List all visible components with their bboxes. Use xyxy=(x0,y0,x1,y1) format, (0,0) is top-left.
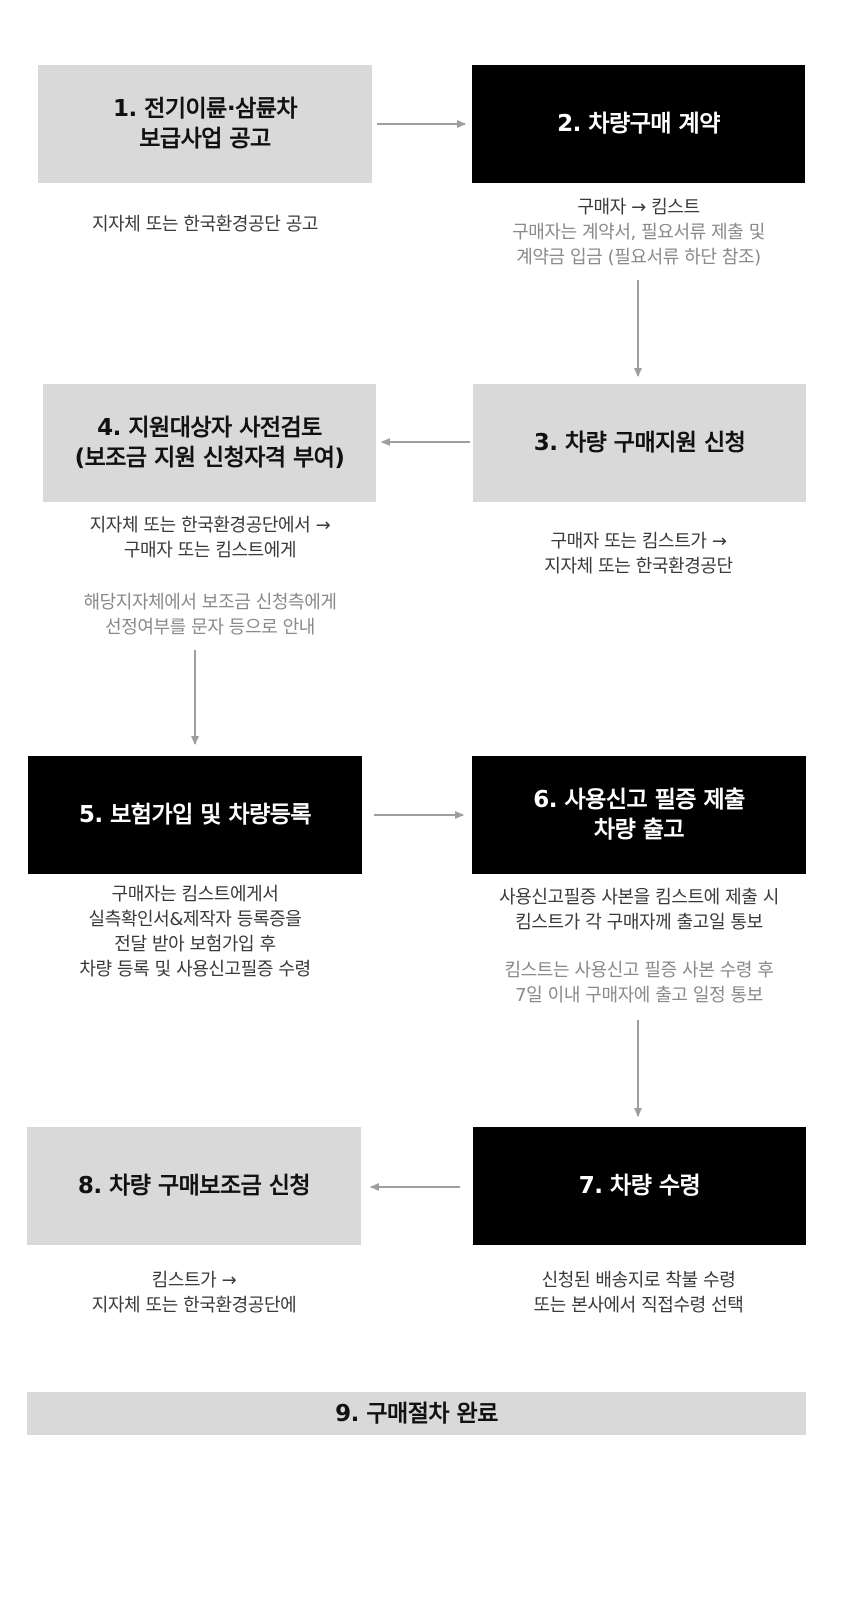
step-6-box: 6. 사용신고 필증 제출 차량 출고 xyxy=(472,756,806,874)
step-2-note-line: 계약금 입금 (필요서류 하단 참조) xyxy=(516,247,761,268)
step-2-box: 2. 차량구매 계약 xyxy=(472,65,805,183)
step-5-desc-line: 실측확인서&제작자 등록증을 xyxy=(88,909,302,930)
step-5-desc-line: 차량 등록 및 사용신고필증 수령 xyxy=(79,959,311,980)
step-8-title: 8. 차량 구매보조금 신청 xyxy=(77,1173,311,1199)
step-6-title: 6. 사용신고 필증 제출 차량 출고 xyxy=(533,787,745,843)
step-2-description: 구매자 → 킴스트 구매자는 계약서, 필요서류 제출 및 계약금 입금 (필요… xyxy=(462,195,815,270)
step-4-title: 4. 지원대상자 사전검토 (보조금 지원 신청자격 부여) xyxy=(74,415,345,471)
step-5-desc-line: 전달 받아 보험가입 후 xyxy=(114,934,276,955)
step-4-desc-line: 지자체 또는 한국환경공단에서 → xyxy=(89,515,331,536)
step-4-box: 4. 지원대상자 사전검토 (보조금 지원 신청자격 부여) xyxy=(43,384,376,502)
step-5-description: 구매자는 킴스트에게서 실측확인서&제작자 등록증을 전달 받아 보험가입 후 … xyxy=(18,882,372,982)
step-6-note-line: 7일 이내 구매자에 출고 일정 통보 xyxy=(515,985,763,1006)
step-3-box: 3. 차량 구매지원 신청 xyxy=(473,384,806,502)
step-8-desc-line: 킴스트가 → xyxy=(151,1270,237,1291)
step-2-desc-line: 구매자 → 킴스트 xyxy=(577,197,700,218)
step-8-description: 킴스트가 → 지자체 또는 한국환경공단에 xyxy=(17,1268,371,1318)
step-1-box: 1. 전기이륜·삼륜차 보급사업 공고 xyxy=(38,65,372,183)
step-6-description: 사용신고필증 사본을 킴스트에 제출 시 킴스트가 각 구매자께 출고일 통보 … xyxy=(450,885,828,1008)
step-3-desc-line: 지자체 또는 한국환경공단 xyxy=(544,556,733,577)
step-7-desc-line: 신청된 배송지로 착불 수령 xyxy=(541,1270,736,1291)
step-5-box: 5. 보험가입 및 차량등록 xyxy=(28,756,362,874)
step-7-description: 신청된 배송지로 착불 수령 또는 본사에서 직접수령 선택 xyxy=(462,1268,815,1318)
step-3-desc-line: 구매자 또는 킴스트가 → xyxy=(550,531,727,552)
step-3-title: 3. 차량 구매지원 신청 xyxy=(533,430,746,456)
step-4-desc-line: 구매자 또는 킴스트에게 xyxy=(123,540,297,561)
step-8-box: 8. 차량 구매보조금 신청 xyxy=(27,1127,361,1245)
step-6-desc-line: 사용신고필증 사본을 킴스트에 제출 시 xyxy=(499,887,779,908)
step-4-note-line: 선정여부를 문자 등으로 안내 xyxy=(105,617,315,638)
step-4-note-line: 해당지자체에서 보조금 신청측에게 xyxy=(83,592,337,613)
step-1-title: 1. 전기이륜·삼륜차 보급사업 공고 xyxy=(112,96,298,152)
step-6-desc-line: 킴스트가 각 구매자께 출고일 통보 xyxy=(515,912,763,933)
step-9-title: 9. 구매절차 완료 xyxy=(335,1400,498,1427)
step-8-desc-line: 지자체 또는 한국환경공단에 xyxy=(91,1295,297,1316)
step-6-note-line: 킴스트는 사용신고 필증 사본 수령 후 xyxy=(504,960,774,981)
step-1-desc-line: 지자체 또는 한국환경공단 공고 xyxy=(91,214,319,235)
step-7-box: 7. 차량 수령 xyxy=(473,1127,806,1245)
step-9-box: 9. 구매절차 완료 xyxy=(27,1392,806,1435)
step-1-description: 지자체 또는 한국환경공단 공고 xyxy=(38,212,372,237)
step-5-desc-line: 구매자는 킴스트에게서 xyxy=(111,884,279,905)
step-7-title: 7. 차량 수령 xyxy=(578,1173,701,1199)
step-7-desc-line: 또는 본사에서 직접수령 선택 xyxy=(533,1295,744,1316)
step-2-title: 2. 차량구매 계약 xyxy=(557,111,720,137)
step-3-description: 구매자 또는 킴스트가 → 지자체 또는 한국환경공단 xyxy=(462,529,815,579)
step-5-title: 5. 보험가입 및 차량등록 xyxy=(78,802,312,828)
step-4-description: 지자체 또는 한국환경공단에서 → 구매자 또는 킴스트에게 해당지자체에서 보… xyxy=(20,513,400,640)
step-2-note-line: 구매자는 계약서, 필요서류 제출 및 xyxy=(512,222,765,243)
